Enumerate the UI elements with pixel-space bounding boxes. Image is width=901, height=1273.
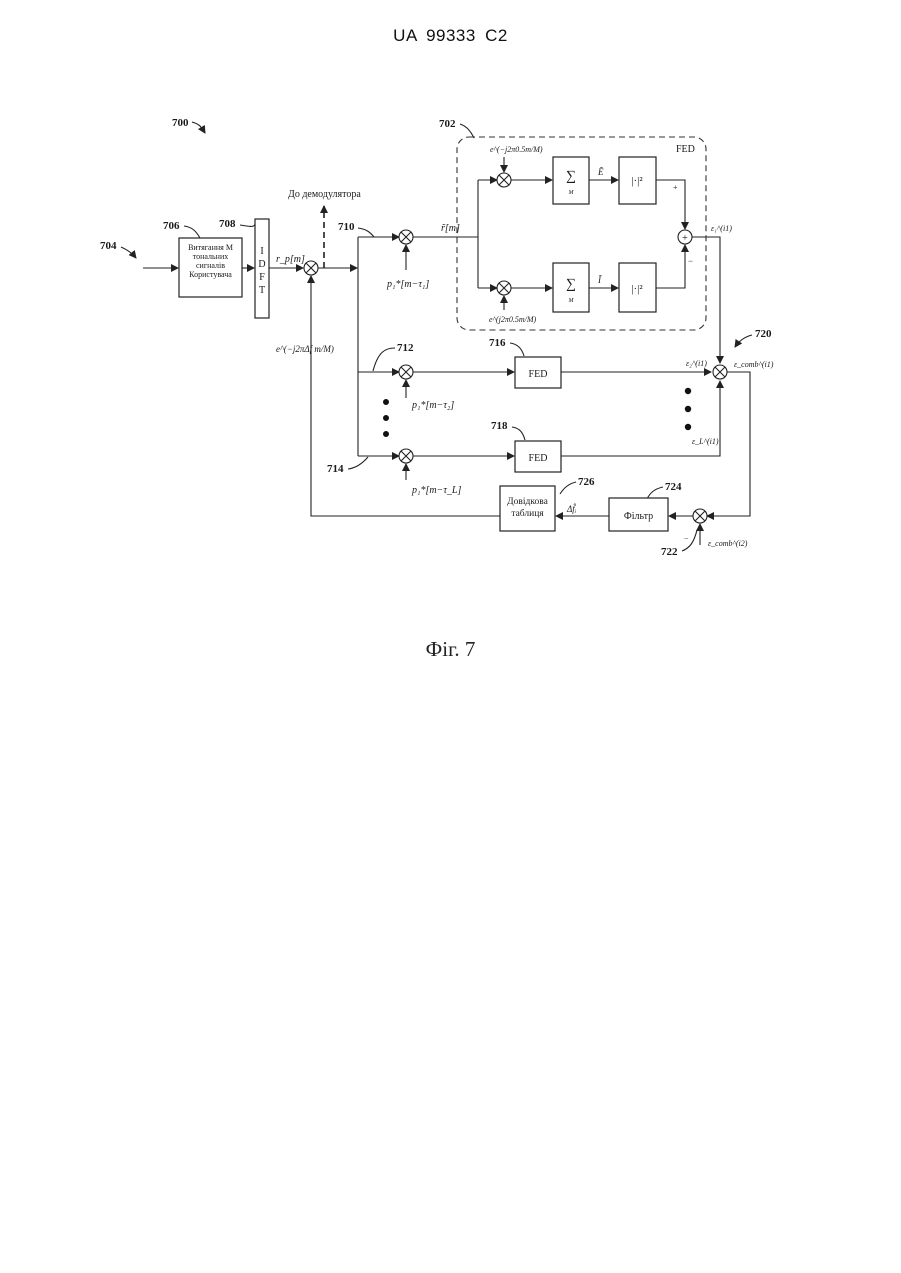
sum-top-sub: M <box>568 190 575 196</box>
filter-label: Фільтр <box>624 511 653 522</box>
ellipsis-dot-left-1 <box>383 399 389 405</box>
ref-718: 718 <box>491 420 508 432</box>
p2-label: p₁*[m−τ₂] <box>411 400 454 411</box>
ellipsis-dot-left-2 <box>383 415 389 421</box>
ref-724-leader <box>647 487 663 499</box>
lookup-table-label-2: таблиця <box>511 508 544 519</box>
ref-714: 714 <box>327 463 344 475</box>
p1-label: p₁*[m−τ₁] <box>386 279 429 290</box>
abs-top-to-adder <box>656 180 685 229</box>
pl-label: p₁*[m−τ_L] <box>411 485 461 496</box>
extract-tones-label-4: Користувача <box>189 270 232 279</box>
ellipsis-dot-right-1 <box>685 388 691 394</box>
extract-tones-label-3: сигналів <box>196 261 225 270</box>
exp-top-label: e^(−j2π0.5m/M) <box>490 145 543 154</box>
epsL-label: ε_L^(i1) <box>692 437 719 446</box>
ellipsis-dot-left-3 <box>383 431 389 437</box>
sum-bot-symbol: ∑ <box>566 277 576 292</box>
rp-signal-label: r_p[m] <box>276 254 305 265</box>
ref-704-leader <box>121 247 136 258</box>
ref-704: 704 <box>100 240 117 252</box>
ref-716: 716 <box>489 337 506 349</box>
e-tilde-label: Ẽ <box>597 167 604 177</box>
error-minus-label: − <box>684 534 689 543</box>
sum-top-symbol: ∑ <box>566 169 576 184</box>
abs-top-symbol: |·|² <box>631 175 643 187</box>
figure-caption: Фіг. 7 <box>0 637 901 662</box>
ref-702-leader <box>460 124 474 138</box>
idft-letter-d: D <box>258 259 265 270</box>
exp-left-label: e^(−j2πΔf m/M) <box>276 344 334 354</box>
ref-702: 702 <box>439 118 456 130</box>
idft-letter-i: I <box>260 246 263 257</box>
ref-706: 706 <box>163 220 180 232</box>
ref-726-leader <box>560 482 576 494</box>
block-diagram: 700 704 706 708 710 702 712 714 716 718 … <box>0 0 901 700</box>
ref-706-leader <box>184 226 200 238</box>
delta-f-label: Δf̂ᵢ <box>566 503 577 514</box>
ref-724: 724 <box>665 481 682 493</box>
to-demodulator-label: До демодулятора <box>288 189 361 200</box>
adder-minus-label: − <box>688 256 693 266</box>
abs-bot-symbol: |·|² <box>631 283 643 295</box>
ref-722: 722 <box>661 546 678 558</box>
eps2-label: ε₂^(i1) <box>686 359 707 368</box>
ellipsis-dot-right-2 <box>685 406 691 412</box>
ref-712: 712 <box>397 342 414 354</box>
l-tilde-label: Ĩ <box>597 275 602 285</box>
ref-700: 700 <box>172 117 189 129</box>
idft-letter-f: F <box>259 272 265 283</box>
fed-group-label: FED <box>676 144 695 155</box>
fed-718-label: FED <box>529 453 548 464</box>
ref-710-leader <box>358 228 374 237</box>
ref-710: 710 <box>338 221 355 233</box>
ref-708: 708 <box>219 218 236 230</box>
ref-716-leader <box>510 343 524 356</box>
eps-comb2-label: ε_comb^(i2) <box>708 539 748 548</box>
ref-700-leader <box>192 122 205 133</box>
sum-bot-sub: M <box>568 298 575 304</box>
eps1-label: ε₁^(i1) <box>711 224 732 233</box>
exp-bot-label: e^(j2π0.5m/M) <box>489 315 536 324</box>
fed-adder-symbol: + <box>682 233 688 244</box>
extract-tones-label-2: тональних <box>193 252 229 261</box>
ref-718-leader <box>512 427 525 440</box>
lookup-table-label-1: Довідкова <box>507 497 548 507</box>
ref-726: 726 <box>578 476 595 488</box>
ref-720-leader <box>735 335 752 347</box>
abs-bot-to-adder <box>656 245 685 288</box>
fed-716-label: FED <box>529 369 548 380</box>
adder-plus-label: + <box>673 183 678 192</box>
ellipsis-dot-right-3 <box>685 424 691 430</box>
ref-714-leader <box>348 457 368 469</box>
extract-tones-label-1: Витягання М <box>188 243 233 252</box>
ref-720: 720 <box>755 328 772 340</box>
eps-comb-label: ε_comb^(i1) <box>734 360 774 369</box>
idft-letter-t: T <box>259 285 265 296</box>
ref-712-leader <box>373 348 395 371</box>
